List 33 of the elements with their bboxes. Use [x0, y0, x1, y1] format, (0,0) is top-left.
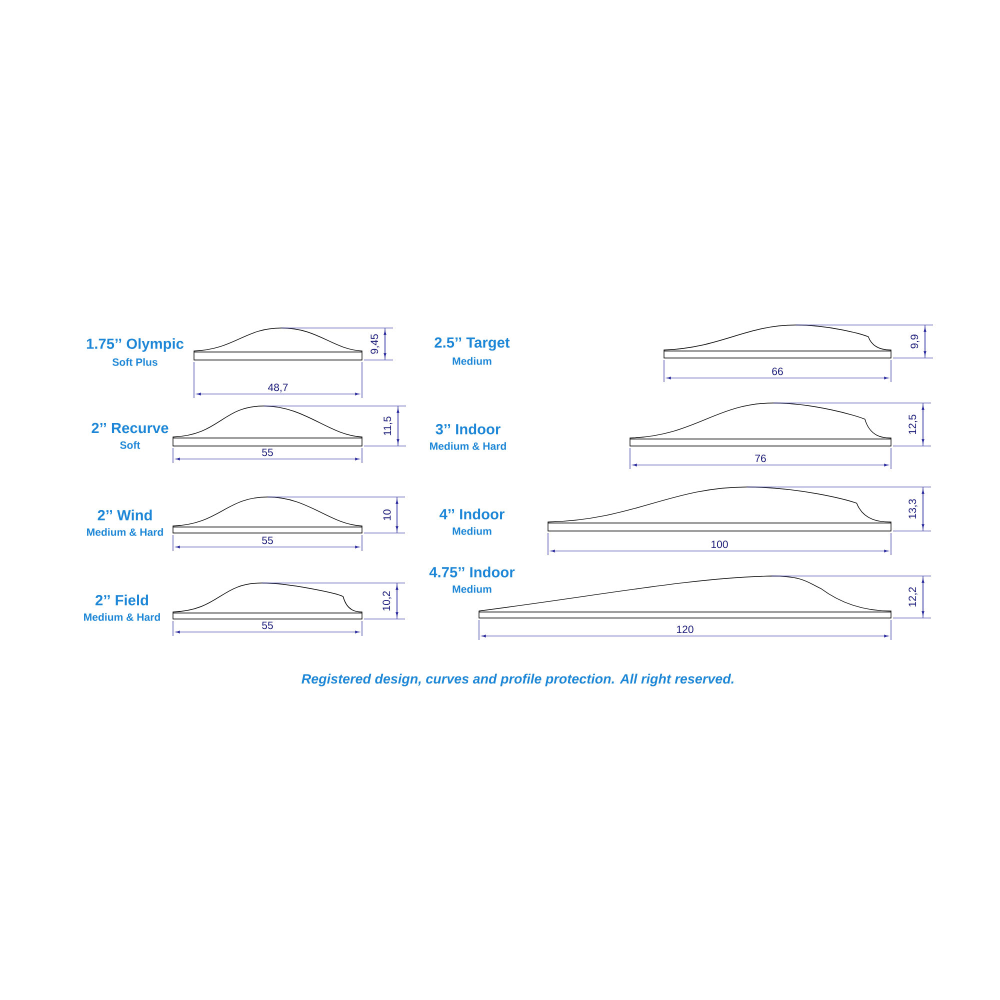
hardness-label: Medium	[452, 527, 492, 535]
dimension-label: 12,2	[908, 587, 918, 606]
dimension-label: 66	[772, 368, 783, 376]
vane-name: 2.5’’ Target	[434, 337, 510, 351]
vane-name: 4’’ Indoor	[440, 508, 504, 520]
vane-name: 1.75’’ Olympic	[86, 338, 184, 352]
dimension-label: 13,3	[908, 499, 918, 518]
dimension-label: 9,9	[910, 334, 920, 348]
dimension-label: 100	[712, 540, 728, 548]
dimension-label: 120	[677, 626, 694, 634]
hardness-label: Soft	[120, 441, 140, 449]
hardness-label: Medium	[452, 585, 492, 593]
hardness-label: Medium & Hard	[430, 442, 506, 450]
dimension-label: 55	[262, 448, 273, 456]
dimension-label: 11,5	[384, 416, 392, 436]
dimension-label: 10	[383, 510, 391, 520]
vane-name: 2’’ Recurve	[92, 422, 168, 434]
dimension-label: 76	[755, 454, 766, 462]
dimension-label: 12,5	[908, 414, 918, 434]
dimension-label: 10,2	[382, 591, 392, 610]
vane-name: 2’’ Field	[96, 594, 148, 606]
hardness-label: Medium & Hard	[84, 613, 160, 621]
caption: Registered design, curves and profile protection. All right reserved.	[302, 674, 734, 686]
vane-name: 3’’ Indoor	[436, 424, 500, 434]
dimension-label: 48,7	[268, 384, 288, 392]
vane-name: 4.75’’ Indoor	[429, 566, 515, 578]
hardness-label: Soft Plus	[112, 358, 158, 366]
dimension-label: 55	[262, 536, 273, 544]
hardness-label: Medium & Hard	[87, 528, 163, 536]
dimension-label: 55	[262, 622, 273, 630]
dimension-label: 9,45	[370, 334, 380, 354]
vane-name: 2’’ Wind	[98, 510, 152, 520]
hardness-label: Medium	[452, 357, 492, 365]
